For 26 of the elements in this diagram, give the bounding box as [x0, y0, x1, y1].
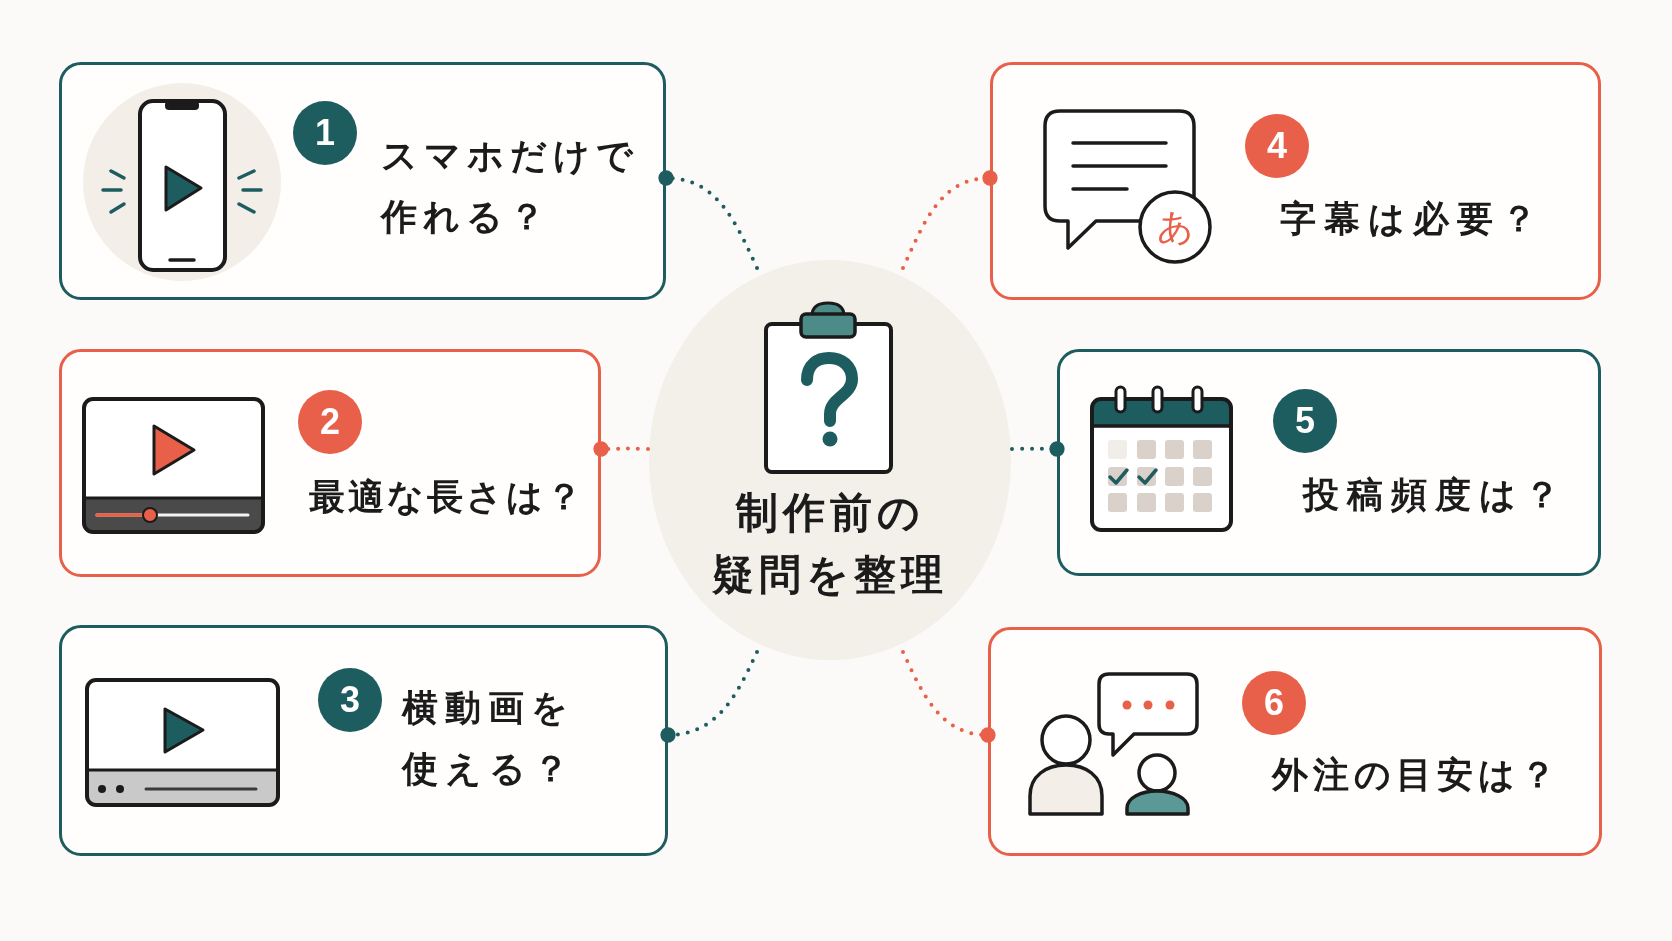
question-card — [990, 62, 1601, 300]
dotted-connector — [901, 170, 998, 270]
dotted-connector — [660, 650, 759, 743]
dotted-connector — [593, 441, 650, 457]
question-text: スマホだけで作れる？ — [381, 134, 640, 239]
topic-title: 制作前の疑問を整理 — [711, 487, 949, 601]
number-badge: 1 — [293, 101, 357, 165]
question-text: 外注の目安は？ — [1272, 753, 1562, 797]
number-badge: 6 — [1242, 671, 1306, 735]
dotted-connector — [901, 650, 996, 743]
number-badge: 4 — [1245, 114, 1309, 178]
question-card — [59, 349, 601, 577]
question-text: 字幕は必要？ — [1280, 197, 1546, 241]
question-card — [59, 62, 666, 300]
dotted-connector — [1010, 441, 1065, 457]
kana-label: あ — [1155, 205, 1195, 249]
question-card — [59, 625, 668, 856]
question-text: 最適な長さは？ — [309, 475, 586, 519]
question-card — [988, 627, 1602, 856]
question-text: 横動画を使える？ — [402, 686, 577, 791]
number-badge: 3 — [318, 668, 382, 732]
number-badge: 5 — [1273, 389, 1337, 453]
question-text: 投稿頻度は？ — [1303, 473, 1569, 517]
dotted-connector — [658, 170, 759, 270]
question-card — [1057, 349, 1601, 576]
number-badge: 2 — [298, 390, 362, 454]
